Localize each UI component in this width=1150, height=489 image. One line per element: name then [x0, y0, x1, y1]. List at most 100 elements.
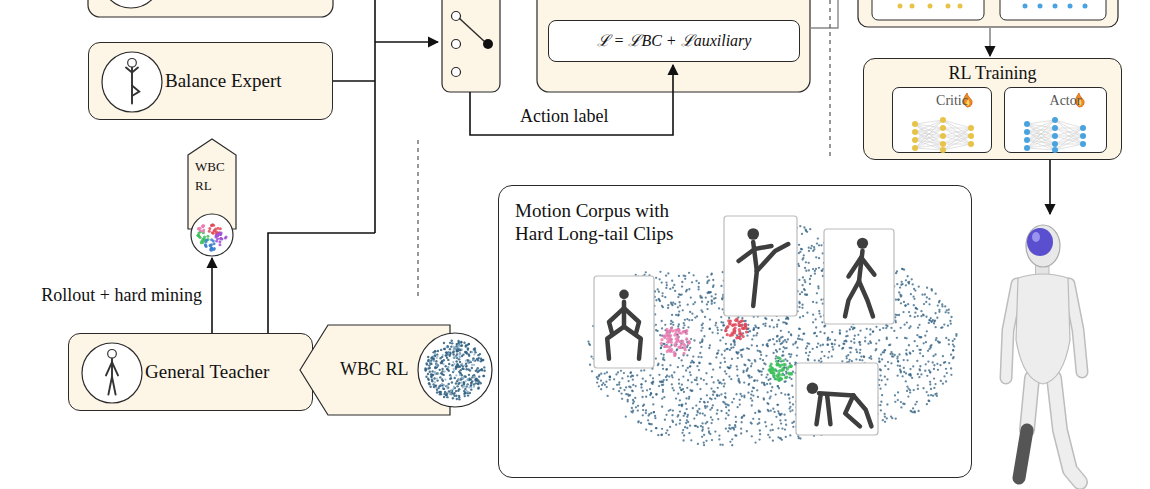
motion-scatter: [878, 360, 880, 362]
policy-cluster-dots: [436, 355, 438, 357]
policy-cluster-dots: [444, 378, 446, 380]
motion-scatter: [804, 281, 806, 283]
policy-cluster-dots: [446, 345, 448, 347]
policy-cluster-dots: [205, 240, 208, 243]
policy-cluster-dots: [438, 385, 440, 387]
network-box: Actor: [1004, 87, 1107, 153]
motion-scatter: [678, 323, 680, 325]
policy-cluster-dots: [443, 396, 445, 398]
motion-scatter: [692, 355, 694, 357]
motion-scatter: [663, 396, 665, 398]
motion-scatter: [772, 338, 774, 340]
motion-scatter: [801, 339, 803, 341]
policy-cluster-dots: [453, 368, 455, 370]
motion-scatter: [671, 387, 673, 389]
motion-scatter: [798, 335, 800, 337]
motion-scatter: [671, 414, 673, 416]
motion-scatter: [735, 416, 737, 418]
network-label: Critic: [936, 93, 968, 110]
policy-cluster-dots: [455, 374, 457, 376]
motion-scatter: [682, 439, 684, 441]
policy-cluster-dots: [444, 348, 446, 350]
motion-scatter: [912, 283, 914, 285]
motion-scatter: [934, 383, 936, 385]
motion-scatter: [829, 338, 831, 340]
humanoid-figure: [1069, 284, 1082, 372]
policy-cluster-dots: [471, 367, 473, 369]
humanoid-figure: [1006, 284, 1017, 378]
policy-cluster-dots: [467, 392, 469, 394]
motion-scatter: [735, 393, 737, 395]
motion-scatter: [609, 376, 611, 378]
motion-scatter: [933, 377, 935, 379]
motion-scatter: [818, 310, 820, 312]
policy-cluster-dots: [447, 366, 449, 368]
motion-scatter: [917, 384, 919, 386]
network-icon: [1027, 132, 1055, 150]
motion-scatter: [905, 380, 907, 382]
motion-scatter: [912, 365, 914, 367]
policy-cluster-dots: [449, 377, 451, 379]
policy-cluster-dots: [452, 350, 454, 352]
motion-scatter: [803, 254, 805, 256]
motion-scatter: [658, 374, 660, 376]
motion-scatter: [850, 340, 852, 342]
motion-scatter: [792, 343, 794, 345]
motion-scatter: [739, 403, 741, 405]
motion-scatter: [684, 412, 686, 414]
motion-scatter: [943, 375, 945, 377]
training-tag-shape: [188, 139, 236, 257]
motion-scatter: [922, 387, 924, 389]
motion-scatter: [814, 359, 816, 361]
motion-scatter: [822, 344, 824, 346]
motion-scatter: [652, 403, 654, 405]
motion-scatter: [816, 346, 818, 348]
role-icon: [112, 377, 116, 395]
motion-scatter: [755, 334, 757, 336]
policy-cluster-dots: [471, 351, 473, 353]
motion-scatter: [799, 316, 801, 318]
motion-scatter: [703, 434, 705, 436]
policy-cluster-dots: [476, 379, 478, 381]
motion-scatter: [716, 326, 718, 328]
motion-scatter: [831, 331, 833, 333]
motion-scatter: [707, 401, 709, 403]
motion-scatter: [929, 383, 931, 385]
humanoid-figure: [1054, 378, 1080, 482]
motion-scatter: [878, 361, 880, 363]
policy-cluster-dots: [473, 353, 475, 355]
motion-scatter: [724, 392, 726, 394]
motion-scatter: [638, 420, 640, 422]
motion-scatter: [756, 345, 758, 347]
stage-divider: [417, 140, 418, 300]
motion-scatter: [789, 362, 791, 364]
policy-cluster-dots: [447, 359, 449, 361]
motion-scatter: [710, 273, 712, 275]
network-icon: [1027, 148, 1055, 150]
policy-cluster-dots: [465, 360, 467, 362]
motion-scatter: [692, 274, 694, 276]
policy-cluster-dots: [443, 359, 445, 361]
motion-scatter: [724, 397, 726, 399]
motion-scatter: [890, 415, 892, 417]
motion-scatter: [734, 344, 736, 346]
motion-scatter: [821, 270, 823, 272]
motion-scatter: [934, 326, 936, 328]
training-panel: CriticActorRL Training: [863, 58, 1122, 160]
motion-scatter: [781, 427, 783, 429]
motion-scatter: [704, 414, 706, 416]
policy-cluster-dots: [481, 369, 483, 371]
motion-scatter: [896, 314, 898, 316]
network-icon: [943, 128, 971, 129]
policy-cluster-dots: [453, 348, 455, 350]
motion-scatter: [895, 272, 897, 274]
motion-scatter: [930, 317, 932, 319]
policy-cluster-dots: [446, 387, 448, 389]
motion-scatter: [909, 368, 911, 370]
motion-scatter: [919, 369, 921, 371]
motion-scatter: [687, 303, 689, 305]
motion-scatter: [728, 424, 730, 426]
policy-cluster-dots: [202, 238, 205, 241]
switch-symbol: [483, 39, 493, 49]
motion-scatter: [805, 352, 807, 354]
